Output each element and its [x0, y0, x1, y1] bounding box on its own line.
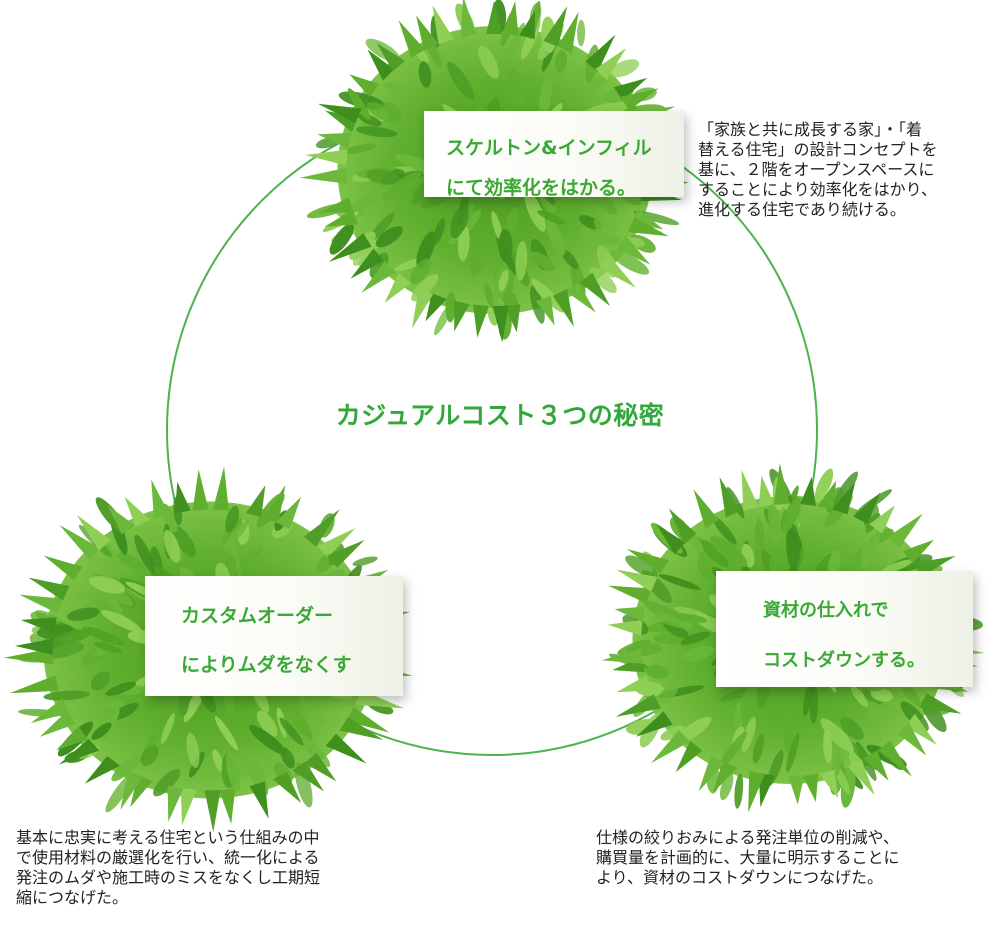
description-left: 基本に忠実に考える住宅という仕組みの中 で使用材料の厳選化を行い、統一化による …: [16, 828, 416, 908]
description-line: 進化する住宅であり続ける。: [698, 200, 906, 219]
description-line: 基本に忠実に考える住宅という仕組みの中: [16, 828, 320, 847]
description-line: することにより効率化をはかり、: [698, 180, 938, 199]
description-line: より、資材のコストダウンにつなげた。: [596, 868, 884, 887]
description-top: 「家族と共に成長する家」・「着 替える住宅」の設計コンセプトを 基に、２階をオー…: [698, 120, 998, 220]
card-label-line: コストダウンする。: [763, 650, 925, 671]
card-label-line: スケルトン&インフィル: [446, 137, 652, 159]
description-right: 仕様の絞りおみによる発注単位の削減や、 購買量を計画的に、大量に明示することに …: [596, 828, 986, 888]
card-label-line: にて効率化をはかる。: [446, 177, 637, 199]
card-label-line: 資材の仕入れで: [763, 600, 889, 621]
description-line: 基に、２階をオープンスペースに: [698, 160, 935, 179]
description-line: 購買量を計画的に、大量に明示することに: [596, 848, 900, 867]
label-card-skeleton-infill: スケルトン&インフィル にて効率化をはかる。: [424, 111, 684, 199]
label-card-material-purchase: 資材の仕入れで コストダウンする。: [716, 571, 973, 687]
description-line: 替える住宅」の設計コンセプトを: [698, 140, 938, 159]
card-label-line: カスタムオーダー: [181, 605, 334, 627]
diagram-title: カジュアルコスト３つの秘密: [335, 401, 665, 430]
card-label-line: によりムダをなくす: [181, 654, 352, 676]
description-line: 発注のムダや施工時のミスをなくし工期短: [16, 868, 321, 887]
label-card-custom-order: カスタムオーダー によりムダをなくす: [145, 576, 403, 696]
description-line: 「家族と共に成長する家」・「着: [698, 120, 923, 139]
description-line: で使用材料の厳選化を行い、統一化による: [16, 848, 320, 867]
description-line: 縮につなげた。: [16, 888, 129, 907]
description-line: 仕様の絞りおみによる発注単位の削減や、: [596, 828, 900, 847]
